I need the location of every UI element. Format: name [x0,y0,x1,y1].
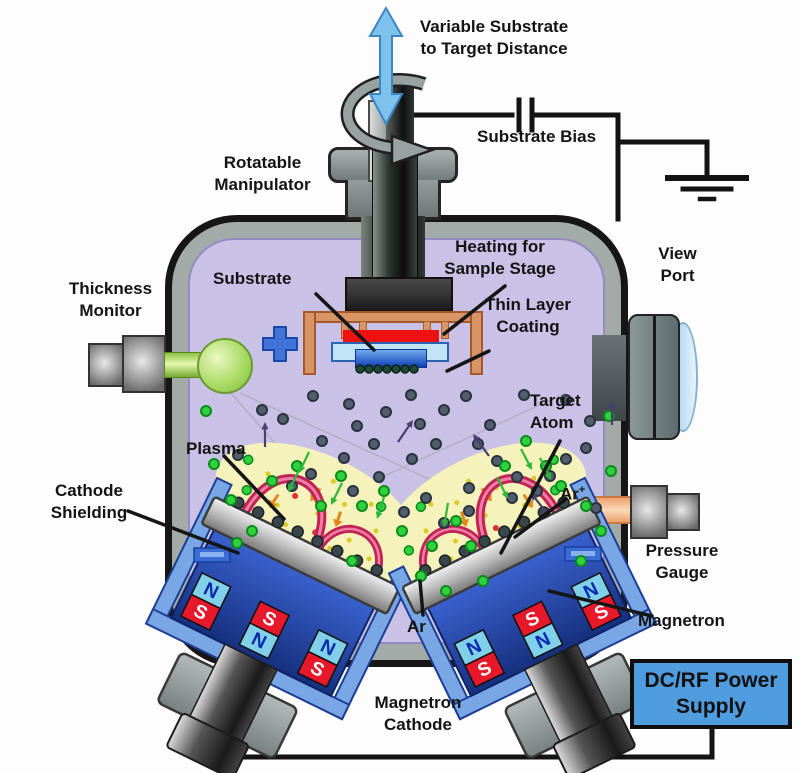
substrate [355,349,427,368]
ar-ion-label: Ar+ [560,484,586,504]
pressure-gauge-label: Pressure Gauge [645,541,719,583]
substrate-bias-label: Substrate Bias [477,127,597,146]
thickness-monitor-feedthrough [88,343,124,387]
pressure-gauge-body [666,493,700,531]
manipulator-shaft-top [386,86,414,152]
ar-label: Ar [407,617,426,636]
ground-icon [665,175,749,202]
magnetron-label: Magnetron [638,611,725,630]
thin-layer-label: Thin Layer Coating [485,295,571,337]
view-port-tube [592,335,626,421]
rotatable-manipulator-label: Rotatable Manipulator [214,153,311,195]
thickness-monitor-flange [122,335,166,393]
power-supply-box: DC/RF Power Supply [630,659,792,729]
substrate-label: Substrate [213,269,292,288]
thickness-monitor-label: Thickness Monitor [68,279,153,321]
magnet-array: N S S N N S [179,571,349,689]
cathode-shielding-label: Cathode Shielding [50,481,128,523]
sample-stage-block [345,277,453,312]
heater-post [441,321,449,339]
target-atom-label: Target Atom [530,391,581,433]
pressure-gauge-flange [630,485,668,539]
heater-frame-top [303,311,483,323]
view-port-label: View Port [658,244,697,286]
heater-frame-left [303,311,316,375]
pressure-gauge-probe [592,496,636,524]
view-port-seam [653,316,656,438]
distance-label: Variable Substrate to Target Distance [419,17,569,59]
plasma-label: Plasma [186,439,246,458]
heating-label: Heating for Sample Stage [444,237,556,279]
manipulator-shaft [372,148,418,282]
thickness-monitor-sensor [197,338,253,394]
magnetron-cathode-label: Magnetron Cathode [374,693,462,735]
